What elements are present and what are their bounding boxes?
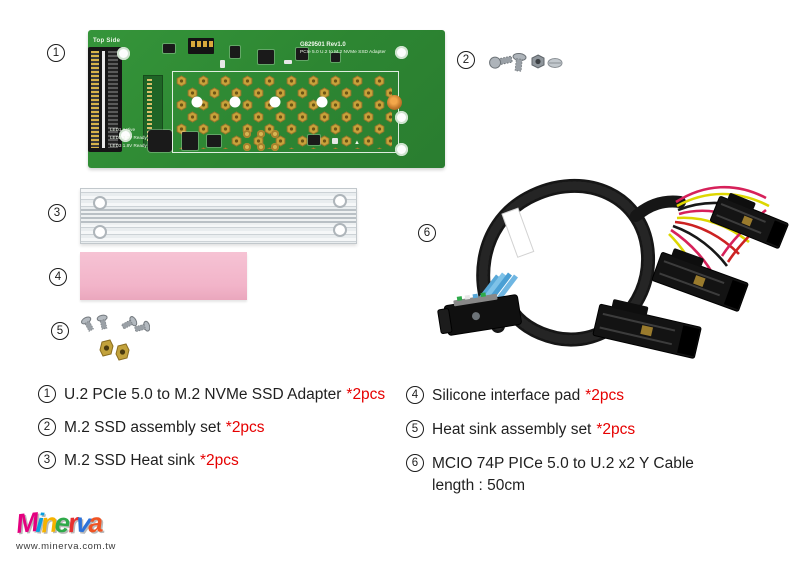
screw-icon xyxy=(121,316,138,330)
u2-plug-connector xyxy=(592,299,702,359)
legend-item: 2 M.2 SSD assembly set*2pcs xyxy=(38,418,265,437)
legend-qty: *2pcs xyxy=(596,421,636,438)
callout-2: 2 xyxy=(457,51,475,69)
smd-component xyxy=(331,53,340,62)
led-labels: LED1 Active LED2 3.3V Ready LED3 1.8V Re… xyxy=(110,126,147,150)
smd-component xyxy=(163,44,175,53)
warning-mark: ▲ xyxy=(354,140,360,146)
inductor xyxy=(148,130,172,152)
mount-hole xyxy=(395,111,408,124)
gold-pad xyxy=(243,143,251,151)
gold-pad xyxy=(271,143,279,151)
silicone-pad-photo xyxy=(80,252,247,300)
heatsink-hole xyxy=(335,196,345,206)
legend-item: 5 Heat sink assembly set*2pcs xyxy=(406,420,635,439)
gold-pad xyxy=(271,130,279,138)
mcio-connector xyxy=(437,272,522,336)
board-model-text: G829501 Rev1.0 xyxy=(300,42,346,48)
smd-component xyxy=(308,135,320,145)
led-label: LED1 Active xyxy=(110,127,136,132)
board-title-text: PCIe 5.0 U.2 to M.2 NVMe SSD Adapter xyxy=(300,50,386,55)
u2-edge-connector xyxy=(88,47,122,152)
u2-plug-connector xyxy=(651,248,749,312)
heatsink-assembly-set-photo xyxy=(81,314,150,361)
mount-hole xyxy=(395,143,408,156)
adapter-board-photo: Top Side xyxy=(88,30,445,168)
board-topside-label: Top Side xyxy=(93,38,121,44)
mount-hole xyxy=(395,46,408,59)
callout-5: 5 xyxy=(51,322,69,340)
legend-num-3: 3 xyxy=(38,451,56,469)
brass-standoff-icon xyxy=(99,339,114,357)
legend-qty: *2pcs xyxy=(585,387,624,404)
callout-4: 4 xyxy=(49,268,67,286)
screw-icon xyxy=(81,316,94,332)
smd-component xyxy=(296,48,308,60)
m2-assembly-set-photo xyxy=(489,52,563,72)
smd-component xyxy=(230,46,240,58)
screw-icon xyxy=(96,314,108,330)
callout-1: 1 xyxy=(47,44,65,62)
minerva-logo: Minerva www.minerva.com.tw xyxy=(14,507,136,552)
smd-component xyxy=(220,60,225,68)
logo-wordmark: Minerva xyxy=(14,507,102,539)
legend-item: 4 Silicone interface pad*2pcs xyxy=(406,386,624,405)
legend-num-1: 1 xyxy=(38,385,56,403)
legend-text: MCIO 74P PICe 5.0 to U.2 x2 Y Cable xyxy=(432,455,694,472)
legend-qty: *2pcs xyxy=(225,419,265,436)
legend-num-4: 4 xyxy=(406,386,424,404)
brass-standoff-icon xyxy=(115,343,130,361)
legend-text: Heat sink assembly set*2pcs xyxy=(432,421,636,438)
callout-3: 3 xyxy=(48,204,66,222)
legend-item: 1 U.2 PCIe 5.0 to M.2 NVMe SSD Adapter*2… xyxy=(38,385,385,404)
mount-hole xyxy=(119,129,132,142)
logo-url: www.minerva.com.tw xyxy=(16,541,117,552)
legend-qty: *2pcs xyxy=(199,452,239,469)
gold-pad xyxy=(243,130,251,138)
legend-text: M.2 SSD assembly set*2pcs xyxy=(64,419,265,436)
smd-component xyxy=(207,135,221,147)
screw-icon xyxy=(489,55,513,69)
legend-text: Silicone interface pad*2pcs xyxy=(432,387,624,404)
legend-text-line2: length : 50cm xyxy=(432,477,526,494)
legend-num-2: 2 xyxy=(38,418,56,436)
legend-item: 3 M.2 SSD Heat sink*2pcs xyxy=(38,451,239,470)
heatsink-hole xyxy=(95,198,105,208)
u2-plug-connector xyxy=(709,193,789,249)
regulator-ic xyxy=(182,132,198,150)
standoff-screw-icon xyxy=(512,52,527,72)
legend-num-5: 5 xyxy=(406,420,424,438)
brass-standoff-mount xyxy=(387,95,402,110)
heatsink-hole xyxy=(95,227,105,237)
mount-hole xyxy=(117,47,130,60)
washer-nut-icon xyxy=(547,58,563,68)
heatsink-hole xyxy=(335,225,345,235)
legend-qty: *2pcs xyxy=(346,386,386,403)
gold-pad xyxy=(257,130,265,138)
smd-component xyxy=(258,50,274,64)
legend-num-6: 6 xyxy=(406,454,424,472)
hex-nut-icon xyxy=(531,54,545,69)
led-label: LED3 1.8V Ready xyxy=(110,143,147,148)
gold-pad xyxy=(257,143,265,151)
heatsink-photo xyxy=(80,188,357,244)
smd-component xyxy=(284,60,292,64)
legend-text: M.2 SSD Heat sink*2pcs xyxy=(64,452,239,469)
legend-item: 6 MCIO 74P PICe 5.0 to U.2 x2 Y Cable xyxy=(406,454,694,473)
smd-component xyxy=(332,138,338,144)
cable-label xyxy=(501,207,535,258)
legend-text: U.2 PCIe 5.0 to M.2 NVMe SSD Adapter*2pc… xyxy=(64,386,386,403)
mcio-u2-cable-photo xyxy=(437,178,789,359)
dip-switch xyxy=(188,38,214,54)
callout-6: 6 xyxy=(418,224,436,242)
led-label: LED2 3.3V Ready xyxy=(110,135,147,140)
